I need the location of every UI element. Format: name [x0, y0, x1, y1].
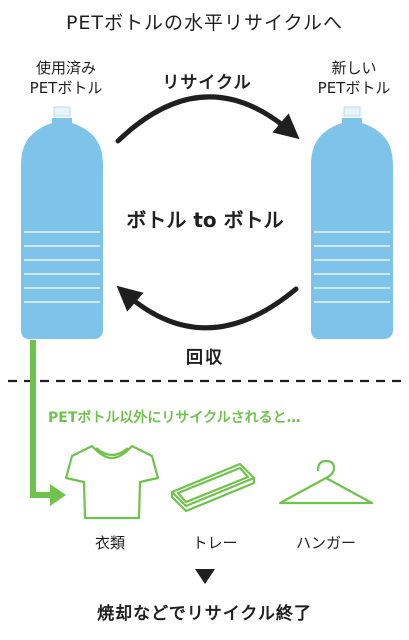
recycle-arrow-icon: [115, 94, 300, 144]
tshirt-icon: [64, 444, 160, 520]
final-text: 焼却などでリサイクル終了: [97, 604, 312, 624]
new-bottle-label-line2: PETボトル: [317, 79, 391, 97]
page-title: PETボトルの水平リサイクルへ: [65, 12, 344, 34]
new-bottle-label: 新しい PETボトル: [304, 58, 404, 98]
recycle-label: リサイクル: [162, 73, 252, 93]
new-bottle-label-line1: 新しい: [331, 59, 377, 77]
tray-icon: [170, 462, 256, 513]
used-bottle-icon: [21, 106, 103, 339]
used-bottle-label: 使用済み PETボトル: [14, 58, 118, 98]
collect-label: 回収: [186, 348, 224, 368]
new-bottle-icon: [311, 106, 393, 339]
product-label-tray: トレー: [192, 534, 238, 552]
down-triangle-icon: [195, 569, 215, 584]
other-recycle-text: PETボトル以外にリサイクルされると…: [48, 410, 301, 426]
product-label-clothing: 衣類: [94, 534, 125, 552]
bottle-to-bottle-label: ボトル to ボトル: [126, 208, 284, 232]
used-bottle-label-line1: 使用済み: [35, 59, 96, 77]
green-flow-arrow-icon: [30, 340, 66, 506]
product-label-hanger: ハンガー: [295, 534, 356, 552]
used-bottle-label-line2: PETボトル: [29, 79, 103, 97]
hanger-icon: [278, 459, 374, 505]
collect-arrow-icon: [116, 285, 299, 331]
